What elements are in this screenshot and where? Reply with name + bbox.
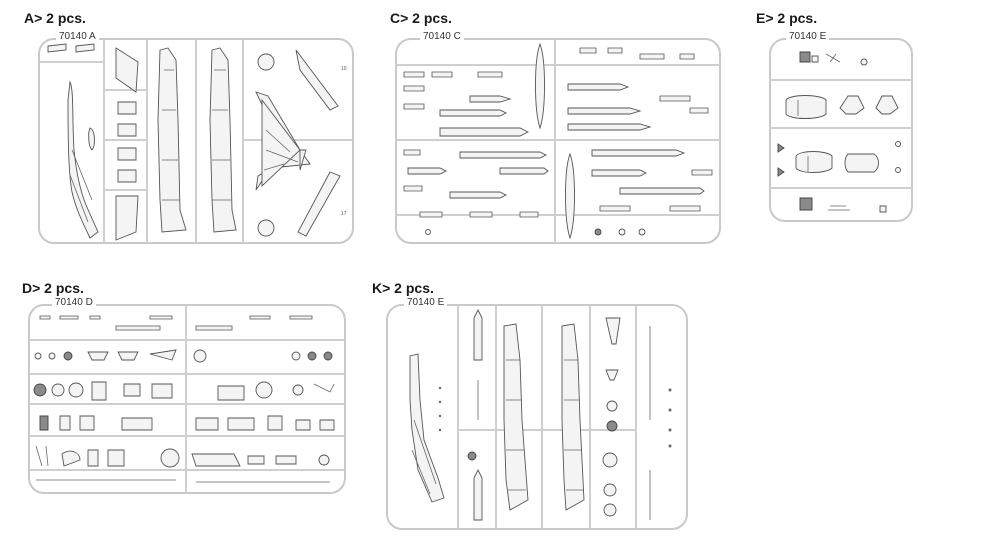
svg-text:17: 17 [341,211,347,217]
sprue-k-code: 70140 E [404,297,448,308]
sprue-k-title: K> 2 pcs. [372,280,434,296]
sprue-e-frame [769,38,913,222]
sprue-a-title: A> 2 pcs. [24,10,86,26]
sprue-c-code: 70140 C [420,31,464,42]
sprue-e-title: E> 2 pcs. [756,10,818,26]
sprue-a-code: 70140 A [56,31,99,42]
sprue-c-title: C> 2 pcs. [390,10,452,26]
svg-text:10: 10 [341,66,347,72]
sprue-e-code: 70140 E [786,31,830,42]
sprue-d-title: D> 2 pcs. [22,280,84,296]
sprue-d-code: 70140 D [52,297,96,308]
